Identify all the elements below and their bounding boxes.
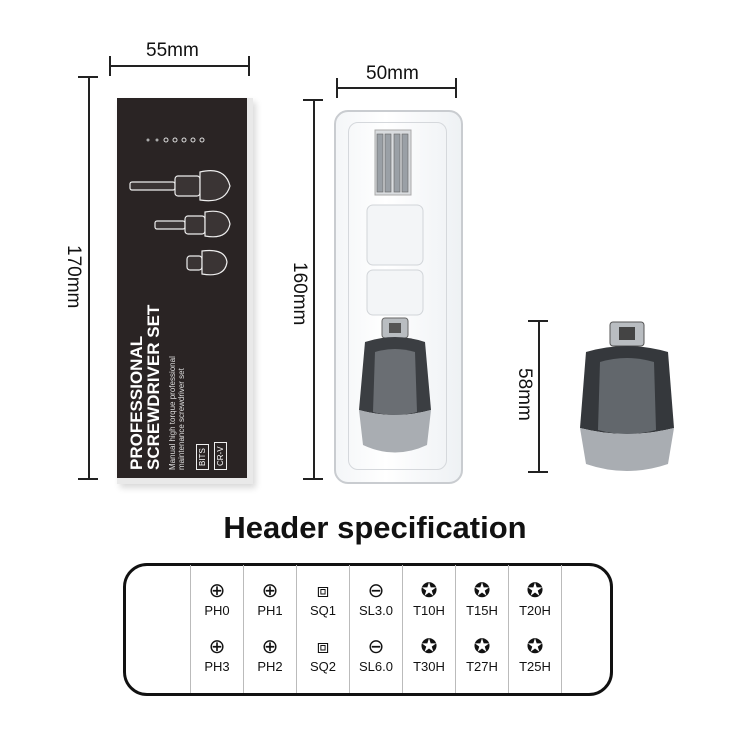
column-divider	[455, 565, 456, 693]
dim-tick	[248, 56, 250, 76]
dim-tick	[528, 471, 548, 473]
box-height-label: 170mm	[63, 245, 84, 309]
spec-label: SQ1	[309, 603, 336, 618]
spec-label: PH2	[257, 659, 283, 674]
screwdriver-illustrations	[129, 170, 231, 276]
spec-title: Header specification	[223, 510, 527, 545]
spec-label: PH0	[204, 603, 230, 618]
bits-badge: BITS	[196, 444, 209, 470]
spec-label: PH1	[257, 603, 283, 618]
torx-icon: ✪	[526, 580, 544, 602]
torx-icon: ✪	[420, 580, 438, 602]
case-width-label: 50mm	[366, 63, 419, 84]
phillips-icon: ⊕	[208, 636, 226, 658]
spec-cell: ✪ T27H	[457, 636, 507, 676]
box-badges: BITS CR-V	[192, 426, 228, 470]
spec-cell: ⊕ PH3	[192, 636, 242, 676]
spec-cell: ⧈ SQ1	[298, 580, 348, 620]
square-icon: ⧈	[316, 580, 330, 602]
dim-tick	[78, 76, 98, 78]
crv-badge: CR-V	[214, 442, 227, 470]
spec-label: T25H	[519, 659, 551, 674]
spec-label: T10H	[413, 603, 445, 618]
standalone-handle	[580, 321, 674, 471]
column-divider	[349, 565, 350, 693]
handle-height-label: 58mm	[514, 368, 535, 421]
torx-icon: ✪	[473, 636, 491, 658]
box-title-line1: PROFESSIONAL	[127, 335, 146, 470]
spec-label: PH3	[204, 659, 230, 674]
slotted-icon: ⊖	[367, 580, 385, 602]
spec-cell: ✪ T15H	[457, 580, 507, 620]
torx-icon: ✪	[420, 636, 438, 658]
spec-cell: ✪ T30H	[404, 636, 454, 676]
spec-cell: ✪ T10H	[404, 580, 454, 620]
spec-cell: ✪ T20H	[510, 580, 560, 620]
box-text-area: PROFESSIONAL SCREWDRIVER SET Manual high…	[127, 300, 236, 470]
spec-label: T30H	[413, 659, 445, 674]
box-title: PROFESSIONAL SCREWDRIVER SET	[127, 295, 163, 470]
box-width-label: 55mm	[146, 40, 199, 61]
dim-tick	[528, 320, 548, 322]
spec-cell: ✪ T25H	[510, 636, 560, 676]
phillips-icon: ⊕	[261, 580, 279, 602]
spec-cell: ⊖ SL3.0	[351, 580, 401, 620]
dim-tick	[303, 478, 323, 480]
square-icon: ⧈	[316, 636, 330, 658]
spec-label: T20H	[519, 603, 551, 618]
box-subtitle: Manual high torque professional maintena…	[168, 295, 186, 470]
spec-label: T27H	[466, 659, 498, 674]
spec-table	[123, 563, 613, 696]
dim-tick	[455, 78, 457, 98]
column-divider	[243, 565, 244, 693]
column-divider	[402, 565, 403, 693]
dim-line-handle-height	[538, 320, 540, 472]
dim-tick	[109, 56, 111, 76]
dim-line-box-width	[109, 65, 249, 67]
product-box	[117, 98, 253, 484]
case-height-label: 160mm	[289, 262, 310, 326]
spec-cell: ⊕ PH0	[192, 580, 242, 620]
phillips-icon: ⊕	[261, 636, 279, 658]
box-subtitle-line2: maintenance screwdriver set	[177, 368, 186, 470]
dim-tick	[303, 99, 323, 101]
column-divider	[190, 565, 191, 693]
box-title-line2: SCREWDRIVER SET	[144, 304, 163, 470]
slotted-icon: ⊖	[367, 636, 385, 658]
spec-cell: ⊕ PH2	[245, 636, 295, 676]
spec-cell: ⧈ SQ2	[298, 636, 348, 676]
dim-line-case-width	[336, 87, 456, 89]
column-divider	[508, 565, 509, 693]
dim-line-case-height	[313, 99, 315, 479]
spec-label: SQ2	[309, 659, 336, 674]
box-subtitle-line1: Manual high torque professional	[168, 356, 177, 470]
phillips-icon: ⊕	[208, 580, 226, 602]
spec-cell: ⊖ SL6.0	[351, 636, 401, 676]
dim-line-box-height	[88, 76, 90, 478]
case-inner-outline	[348, 122, 447, 470]
dot-row	[145, 131, 207, 143]
column-divider	[561, 565, 562, 693]
spec-cell: ⊕ PH1	[245, 580, 295, 620]
torx-icon: ✪	[526, 636, 544, 658]
spec-label: SL6.0	[359, 659, 393, 674]
spec-label: T15H	[466, 603, 498, 618]
spec-label: SL3.0	[359, 603, 393, 618]
dim-tick	[78, 478, 98, 480]
column-divider	[296, 565, 297, 693]
dim-tick	[336, 78, 338, 98]
case-contents	[359, 129, 431, 453]
torx-icon: ✪	[473, 580, 491, 602]
